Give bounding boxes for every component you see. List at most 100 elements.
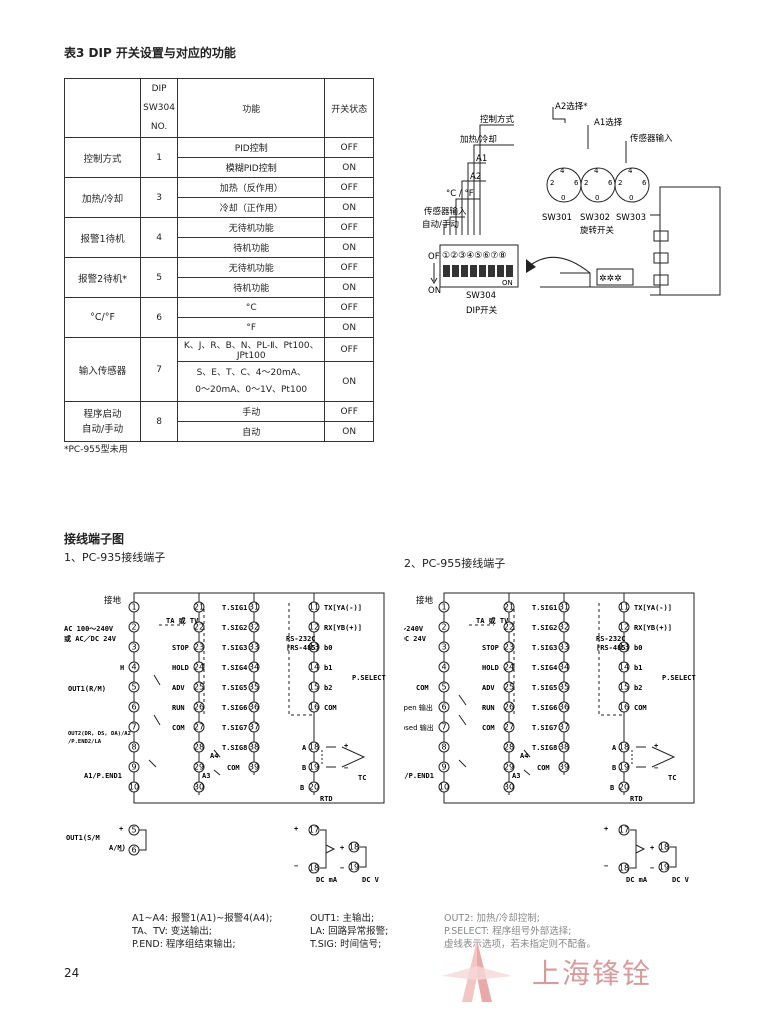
svg-text:17: 17 xyxy=(309,826,319,835)
out1-sm-label-2: A/M) xyxy=(109,844,126,852)
svg-text:17: 17 xyxy=(619,826,629,835)
rotary-digit: 2 xyxy=(584,179,588,187)
tsig5-label: T.SIG5 xyxy=(222,684,247,692)
dip-toggle xyxy=(443,265,450,277)
tsig4-label: T.SIG4 xyxy=(222,664,247,672)
svg-text:30: 30 xyxy=(504,783,514,792)
p-select-label: P.SELECT xyxy=(662,674,696,682)
rotary-digit: 6 xyxy=(642,179,647,187)
group-no: 5 xyxy=(140,257,179,298)
svg-text:19: 19 xyxy=(309,763,319,772)
legend-line: P.SELECT: 程序组号外部选择; xyxy=(444,926,572,937)
off-on-arrow xyxy=(430,263,438,284)
dc-v-wire xyxy=(360,846,367,868)
func-cell: S、E、T、C、4～20mA、 0～20mA、0～1V、Pt100 xyxy=(177,361,326,402)
ta-tv-label: TA 或 TV xyxy=(166,616,199,625)
svg-text:21: 21 xyxy=(504,603,514,612)
rtd-a-label: A xyxy=(302,744,307,752)
legend-line: OUT2: 加热/冷却控制; xyxy=(444,913,540,924)
group-name-line: 自动/手动 xyxy=(81,423,124,435)
group-name: 输入传感器 xyxy=(63,337,142,402)
com-label: COM xyxy=(482,724,495,732)
svg-text:1: 1 xyxy=(441,603,446,612)
dc-ma-wire xyxy=(320,829,336,869)
state-cell: OFF xyxy=(324,177,374,198)
tsig8-label: T.SIG8 xyxy=(532,744,557,752)
terminal-7 xyxy=(128,721,140,733)
wiring-left-title: 1、PC-935接线端子 xyxy=(64,551,166,564)
tsig5-label: T.SIG5 xyxy=(532,684,557,692)
rtd-b2-label: B xyxy=(610,784,614,792)
group-name: 报警2待机* xyxy=(63,257,142,298)
dc-v-label: DC V xyxy=(672,876,690,884)
rotary-name-303: SW303 xyxy=(616,213,646,223)
rtd-label: RTD xyxy=(630,795,643,803)
svg-text:7: 7 xyxy=(441,723,446,732)
terminal-column-1: 1 2 3 4 5 6 7 8 9 10 xyxy=(438,601,450,793)
svg-text:24: 24 xyxy=(504,663,514,672)
svg-text:36: 36 xyxy=(249,703,259,712)
dip-label-unit: °C / °F xyxy=(446,189,474,199)
rs485-label: [RS-485] xyxy=(596,644,630,652)
state-cell: ON xyxy=(324,197,374,218)
rtd-b-label: B xyxy=(612,764,616,772)
dip-switch-caption: DIP开关 xyxy=(466,305,498,316)
legend-col-1: A1~A4: 报警1(A1)~报警4(A4); TA、TV: 变送输出; P.E… xyxy=(132,912,272,951)
svg-text:31: 31 xyxy=(249,603,259,612)
dip-switch-diagram: 控制方式 加热/冷却 A1 A2 °C / °F 传感器输入 自动/手动 OFF… xyxy=(422,101,721,316)
plus-sign: + xyxy=(294,825,298,833)
group-name: 控制方式 xyxy=(63,137,142,178)
group-name: 加热/冷却 xyxy=(63,177,142,218)
rotary-label-a1: A1选择 xyxy=(594,117,623,128)
svg-text:18: 18 xyxy=(619,743,629,752)
svg-text:12: 12 xyxy=(619,623,629,632)
group-no: 1 xyxy=(140,137,179,178)
b1-label: b1 xyxy=(324,664,332,672)
tsig4-label: T.SIG4 xyxy=(532,664,557,672)
header-function: 功能 xyxy=(177,78,326,138)
svg-text:25: 25 xyxy=(504,683,514,692)
terminal-block-outline xyxy=(133,592,385,804)
stop-label: STOP xyxy=(172,644,189,652)
svg-text:18: 18 xyxy=(309,864,319,873)
dip-switch-name: SW304 xyxy=(466,291,496,301)
legend-line: LA: 回路异常报警; xyxy=(310,926,389,937)
tc-label: TC xyxy=(668,774,676,782)
out2b-label: /P.END2/LA xyxy=(68,739,102,745)
rotary-label-a2: A2选择* xyxy=(555,101,587,112)
svg-text:7: 7 xyxy=(131,723,136,732)
rotary-label-sensor: 传感器输入 xyxy=(630,133,673,144)
svg-text:33: 33 xyxy=(559,643,569,652)
tsig1-label: T.SIG1 xyxy=(222,604,247,612)
tc-plus: + xyxy=(344,742,348,750)
svg-text:18: 18 xyxy=(309,743,319,752)
rotary-name-302: SW302 xyxy=(580,213,610,223)
func-cell: 加热（反作用） xyxy=(177,177,326,198)
svg-text:34: 34 xyxy=(249,663,259,672)
board-rotary-marks: ✲✲✲ xyxy=(599,274,622,284)
thermocouple-symbol xyxy=(636,746,676,768)
header-dip-line2: SW304 xyxy=(143,102,175,113)
svg-text:26: 26 xyxy=(194,703,204,712)
rs485-label: [RS-485] xyxy=(286,644,320,652)
svg-text:32: 32 xyxy=(559,623,569,632)
rotary-digit: 4 xyxy=(560,167,565,175)
func-cell: 待机功能 xyxy=(177,277,326,298)
legend-line: TA、TV: 变送输出; xyxy=(132,926,213,937)
func-cell: 待机功能 xyxy=(177,237,326,258)
svg-text:14: 14 xyxy=(619,663,629,672)
power-label-2: 或 AC／DC 24V xyxy=(404,634,427,643)
watermark-logo-icon xyxy=(442,940,512,1002)
svg-text:28: 28 xyxy=(194,743,204,752)
hold-label: HOLD xyxy=(482,664,499,672)
rotary-digit: 6 xyxy=(574,179,579,187)
tsig7-label: T.SIG7 xyxy=(532,724,557,732)
out2-label: OUT2(DR, DS, DA)/A2 xyxy=(68,731,131,737)
dip-settings-table: DIP SW304 NO. 功能 开关状态 控制方式 1 PID控制 OFF 模… xyxy=(63,78,374,442)
power-label: AC 100～240V xyxy=(64,625,114,633)
dip-toggle xyxy=(497,265,504,277)
terminal-3 xyxy=(128,641,140,653)
b0-label: b0 xyxy=(634,644,642,652)
wiring-diagram-pc955: 1 2 3 4 5 6 7 8 9 10 21 22 23 24 25 26 2… xyxy=(404,592,696,884)
wiring-section-title: 接线端子图 xyxy=(64,532,125,546)
